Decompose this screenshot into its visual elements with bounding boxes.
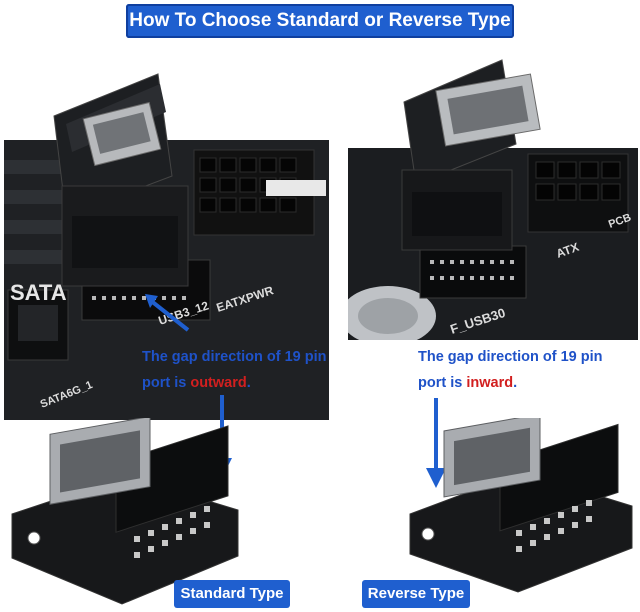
left-standard-adapter	[11, 418, 239, 605]
left-caption: The gap direction of 19 pin port is outw…	[142, 344, 352, 396]
silk-sata: SATA	[10, 280, 67, 305]
standard-type-tag: Standard Type	[174, 580, 290, 608]
title-banner: How To Choose Standard or Reverse Type	[126, 4, 514, 38]
right-caption-line1: The gap direction of 19 pin	[418, 349, 603, 365]
left-caption-line1: The gap direction of 19 pin	[142, 349, 327, 365]
reverse-type-tag: Reverse Type	[362, 580, 470, 608]
left-caption-line2: port is outward.	[142, 370, 352, 396]
right-adapter-installed	[401, 59, 541, 251]
right-caption-suffix: .	[513, 375, 518, 391]
right-caption-highlight: inward	[466, 375, 514, 391]
right-caption-prefix: port is	[418, 375, 467, 391]
right-reverse-adapter	[409, 418, 633, 593]
left-small-arrow	[145, 294, 190, 332]
right-caption: The gap direction of 19 pin port is inwa…	[418, 344, 628, 396]
left-caption-prefix: port is	[142, 375, 191, 391]
right-down-arrow	[426, 398, 446, 488]
left-adapter-installed	[53, 73, 189, 287]
left-caption-suffix: .	[246, 375, 251, 391]
left-caption-highlight: outward	[190, 375, 247, 391]
right-caption-line2: port is inward.	[418, 370, 628, 396]
